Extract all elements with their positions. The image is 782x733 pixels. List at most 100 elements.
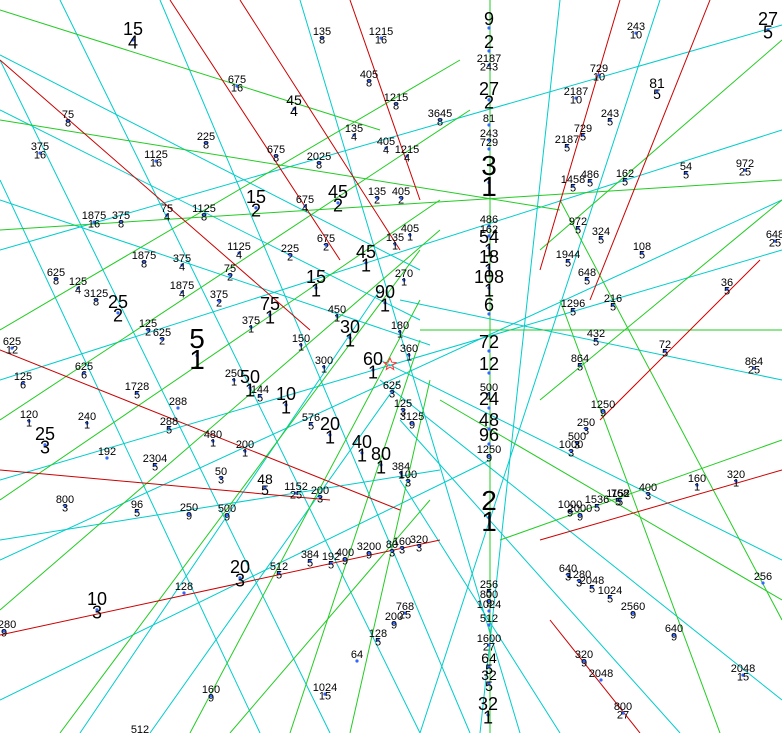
node-marker — [585, 277, 589, 281]
fraction-numerator: 864 — [571, 353, 589, 365]
fraction-label: 6 — [484, 295, 494, 315]
node-marker — [317, 161, 321, 165]
fraction-label: 452 — [328, 182, 348, 216]
fraction-denominator: 9 — [600, 408, 606, 420]
node-marker — [95, 608, 99, 612]
fraction-label: 81 — [483, 113, 495, 125]
fraction-denominator: 25 — [399, 610, 411, 622]
fraction-denominator: 5 — [683, 170, 689, 182]
fraction-numerator: 54 — [680, 161, 692, 173]
node-marker — [204, 141, 208, 145]
fraction-numerator: 2000 — [568, 503, 592, 515]
node-marker — [323, 692, 327, 696]
green-line — [0, 179, 782, 231]
node-marker — [135, 509, 139, 513]
fraction-numerator: 72 — [479, 332, 499, 352]
node-marker — [393, 242, 397, 246]
fraction-numerator: 375 — [112, 210, 130, 222]
fraction-denominator: 3 — [565, 572, 571, 584]
fraction-numerator: 1125 — [227, 241, 251, 253]
fraction-denominator: 9 — [224, 512, 230, 524]
fraction-denominator: 4 — [75, 285, 81, 297]
fraction-denominator: 4 — [302, 203, 308, 215]
fraction-denominator: 9 — [342, 556, 348, 568]
fraction-denominator: 5 — [639, 250, 645, 262]
fraction-numerator: 15 — [246, 187, 266, 207]
node-marker — [176, 406, 180, 410]
fraction-numerator: 50 — [215, 466, 227, 478]
node-marker — [571, 308, 575, 312]
cyan-line — [0, 54, 421, 271]
fraction-numerator: 625 — [3, 336, 21, 348]
node-marker — [165, 213, 169, 217]
fraction-denominator: 1 — [265, 308, 275, 328]
fraction-numerator: 135 — [313, 26, 331, 38]
node-marker — [238, 576, 242, 580]
node-marker — [487, 286, 491, 290]
node-marker — [725, 287, 729, 291]
node-marker — [406, 479, 410, 483]
node-marker — [294, 491, 298, 495]
fraction-denominator: 1 — [248, 324, 254, 336]
node-marker — [487, 406, 491, 410]
cyan-line — [399, 419, 681, 733]
fraction-numerator: 2187 — [555, 134, 579, 146]
node-marker — [574, 96, 578, 100]
red-line — [549, 619, 641, 733]
node-marker — [623, 178, 627, 182]
fraction-numerator: 800 — [56, 494, 74, 506]
fraction-denominator: 25 — [769, 238, 781, 250]
node-marker — [576, 226, 580, 230]
fraction-numerator: 625 — [47, 267, 65, 279]
fraction-denominator: 5 — [653, 86, 661, 102]
fraction-denominator: 3 — [235, 571, 245, 591]
node-marker — [401, 408, 405, 412]
node-marker — [237, 251, 241, 255]
fraction-numerator: 2048 — [580, 575, 604, 587]
fraction-denominator: 3 — [583, 426, 589, 438]
fraction-numerator: 96 — [479, 425, 499, 445]
fraction-numerator: 120 — [20, 409, 38, 421]
fraction-denominator: 5 — [577, 362, 583, 374]
node-marker — [379, 463, 383, 467]
fraction-numerator: 6 — [484, 295, 494, 315]
fraction-denominator: 1 — [357, 446, 367, 466]
fraction-numerator: 192 — [322, 551, 340, 563]
fraction-denominator: 4 — [236, 250, 242, 262]
node-marker — [695, 483, 699, 487]
fraction-label: 645 — [481, 650, 497, 677]
node-marker — [324, 243, 328, 247]
fraction-numerator: 576 — [302, 412, 320, 424]
node-marker — [487, 98, 491, 102]
fraction-label: 451 — [356, 242, 376, 276]
green-line — [559, 199, 782, 621]
node-marker — [92, 220, 96, 224]
fraction-numerator: 150 — [292, 333, 310, 345]
node-marker — [364, 261, 368, 265]
fraction-numerator: 375 — [210, 289, 228, 301]
node-marker — [590, 585, 594, 589]
node-marker — [655, 90, 659, 94]
fraction-denominator: 8 — [93, 297, 99, 309]
fraction-denominator: 1 — [231, 377, 237, 389]
node-marker — [734, 479, 738, 483]
fraction-denominator: 3 — [399, 545, 405, 557]
node-marker — [672, 633, 676, 637]
node-marker — [2, 629, 6, 633]
fraction-numerator: 200 — [385, 611, 403, 623]
fraction-label: 201 — [320, 414, 340, 448]
fraction-numerator: 1125 — [144, 149, 168, 161]
